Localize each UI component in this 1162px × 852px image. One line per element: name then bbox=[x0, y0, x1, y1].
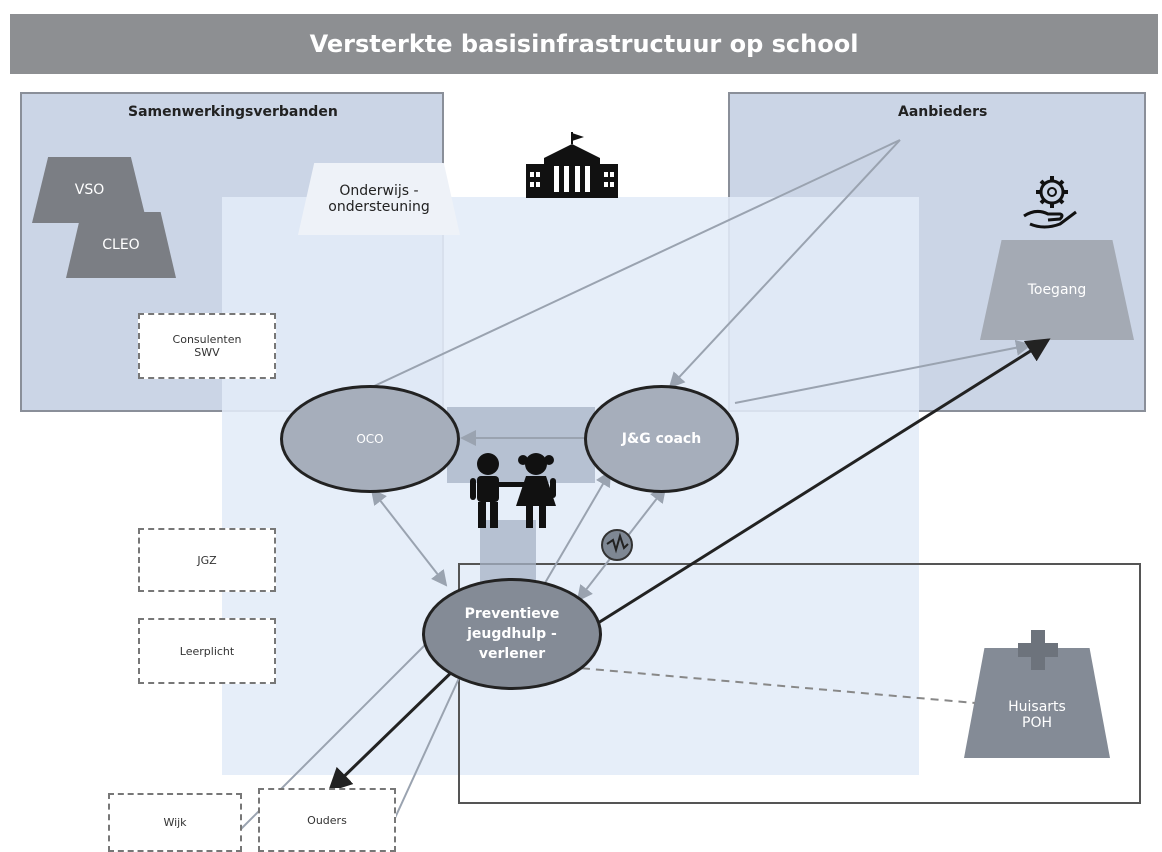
children-icon bbox=[470, 453, 556, 528]
huisarts-frame bbox=[458, 563, 1141, 804]
consulenten-label-2: SWV bbox=[194, 346, 220, 359]
panel-title-left: Samenwerkingsverbanden bbox=[128, 104, 338, 120]
jg-coach-label: J&G coach bbox=[621, 431, 702, 447]
center-block-bottom bbox=[480, 520, 536, 582]
school-icon bbox=[526, 132, 618, 198]
preventieve-label-2: jeugdhulp - bbox=[467, 626, 557, 642]
onderwijs-shape: Onderwijs - ondersteuning bbox=[298, 163, 460, 235]
preventieve-label-1: Preventieve bbox=[464, 606, 560, 622]
wijk-label: Wijk bbox=[163, 816, 187, 829]
leerplicht-box: Leerplicht bbox=[138, 618, 276, 684]
line-aanbieders-oco bbox=[369, 139, 901, 389]
line-aanbieders-jg bbox=[668, 139, 901, 389]
medical-cross-icon bbox=[1018, 630, 1058, 670]
title-banner: Versterkte basisinfrastructuur op school bbox=[10, 14, 1158, 74]
consulenten-box: Consulenten SWV bbox=[138, 313, 276, 379]
panel-title-right: Aanbieders bbox=[898, 104, 988, 120]
cleo-shape: CLEO bbox=[66, 212, 176, 278]
wijk-box: Wijk bbox=[108, 793, 242, 852]
consulenten-label-1: Consulenten bbox=[172, 333, 242, 346]
jg-coach-node: J&G coach bbox=[584, 385, 739, 493]
toegang-shape: Toegang bbox=[980, 240, 1134, 340]
huisarts-label-1: Huisarts bbox=[1008, 699, 1066, 715]
vso-label: VSO bbox=[74, 182, 105, 198]
onderwijs-label: Onderwijs - ondersteuning bbox=[328, 183, 430, 215]
line-preventieve-ouders bbox=[394, 664, 466, 819]
ouders-box: Ouders bbox=[258, 788, 396, 852]
leerplicht-label: Leerplicht bbox=[179, 644, 235, 658]
toegang-label: Toegang bbox=[1027, 282, 1087, 298]
gear-hand-icon bbox=[1023, 176, 1077, 229]
line-jg-toegang bbox=[734, 339, 1032, 404]
line-preventieve-wijk-ouders bbox=[327, 664, 460, 793]
cleo-label: CLEO bbox=[102, 237, 140, 253]
page-title: Versterkte basisinfrastructuur op school bbox=[309, 30, 859, 58]
ouders-label: Ouders bbox=[307, 813, 347, 827]
line-preventieve-huisarts bbox=[567, 666, 976, 704]
line-oco-preventieve bbox=[370, 488, 448, 587]
preventieve-label-3: verlener bbox=[478, 646, 546, 662]
preventieve-node: Preventieve jeugdhulp - verlener bbox=[422, 578, 602, 690]
oco-node: OCO bbox=[280, 385, 460, 493]
globe-icon bbox=[601, 529, 633, 561]
oco-label: OCO bbox=[356, 432, 384, 446]
line-preventieve-toegang bbox=[597, 338, 1051, 625]
huisarts-label-2: POH bbox=[1022, 715, 1052, 731]
jgz-label: JGZ bbox=[197, 553, 217, 567]
jgz-box: JGZ bbox=[138, 528, 276, 592]
